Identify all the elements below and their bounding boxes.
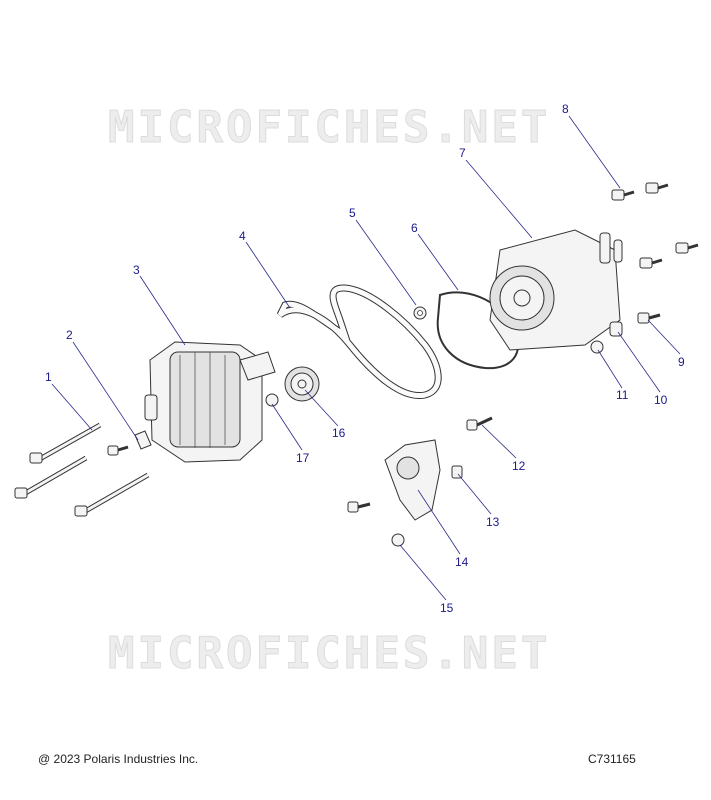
nut xyxy=(413,306,427,320)
callout-3: 3 xyxy=(133,263,140,277)
callout-numbers: 1 2 3 4 5 6 7 8 9 10 11 12 13 14 15 16 1… xyxy=(45,102,685,615)
callout-16: 16 xyxy=(332,426,346,440)
bracket xyxy=(107,430,152,456)
idler-pulley xyxy=(284,366,320,402)
long-bolts xyxy=(14,422,150,517)
gasket-ring xyxy=(436,291,520,370)
compressor-bolts xyxy=(611,182,699,269)
serpentine-belt xyxy=(276,284,442,399)
callout-8: 8 xyxy=(562,102,569,116)
callout-12: 12 xyxy=(512,459,526,473)
ac-compressor xyxy=(489,229,623,351)
callout-5: 5 xyxy=(349,206,356,220)
callout-11: 11 xyxy=(616,388,629,402)
leader-lines xyxy=(51,115,681,601)
callout-9: 9 xyxy=(678,355,685,369)
callout-1: 1 xyxy=(45,370,52,384)
callout-17: 17 xyxy=(296,451,310,465)
watermark-bottom: MICROFICHES.NET xyxy=(108,628,550,679)
callout-13: 13 xyxy=(486,515,500,529)
watermark-top: MICROFICHES.NET xyxy=(108,102,550,153)
alternator xyxy=(144,341,276,463)
callout-2: 2 xyxy=(66,328,73,342)
bolt-13 xyxy=(451,465,463,479)
callout-10: 10 xyxy=(654,393,668,407)
callout-4: 4 xyxy=(239,229,246,243)
copyright-text: @ 2023 Polaris Industries Inc. xyxy=(38,752,199,766)
spacer xyxy=(609,321,623,337)
figure-code: C731165 xyxy=(588,752,636,766)
mounting-bracket xyxy=(347,439,441,521)
bolt-9 xyxy=(637,312,661,324)
callout-6: 6 xyxy=(411,221,418,235)
bolt-12 xyxy=(466,416,493,431)
callout-15: 15 xyxy=(440,601,454,615)
nut-15 xyxy=(391,533,405,547)
nut-11 xyxy=(590,340,604,354)
callout-14: 14 xyxy=(455,555,469,569)
nut-17 xyxy=(265,393,279,407)
callout-7: 7 xyxy=(459,146,466,160)
